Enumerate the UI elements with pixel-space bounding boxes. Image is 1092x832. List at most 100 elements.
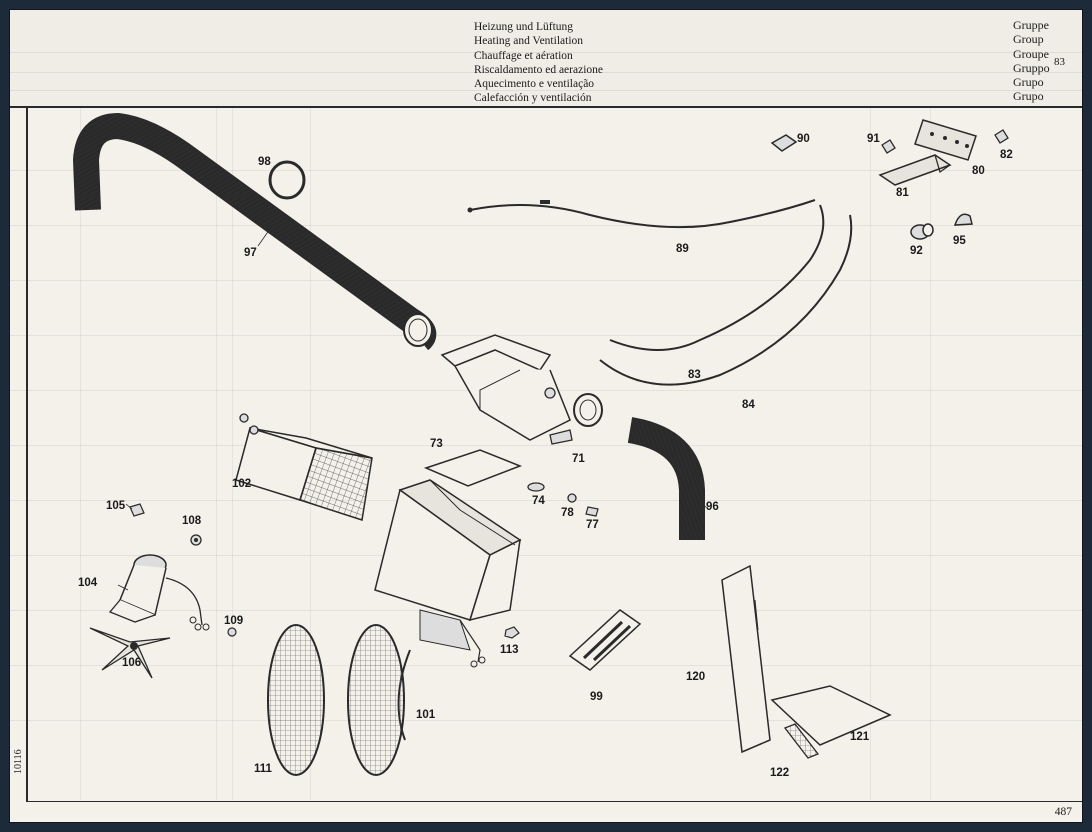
title-pt: Aquecimento e ventilação [474,78,595,91]
part-122-seal [783,723,820,759]
ghost-line [10,335,1082,336]
ghost-line [10,445,1082,446]
part-105-clip [129,503,145,517]
callout-77: 77 [586,519,599,531]
callout-101: 101 [416,709,436,721]
callout-71: 71 [572,453,585,465]
callout-92: 92 [910,245,923,257]
callout-83: 83 [688,369,701,381]
callout-99: 99 [590,691,603,703]
group-label-es: Grupo [1013,89,1044,104]
part-80-plate [914,119,977,161]
callout-113: 113 [500,644,519,656]
part-106-fan [89,627,171,679]
show-through-header [10,10,1082,106]
part-84-cable [599,214,853,386]
callout-82: 82 [1000,149,1013,161]
section-titles: Heizung und Lüftung Heating and Ventilat… [474,20,603,106]
part-99-vent-grille [568,609,642,671]
part-83-cable [609,204,825,351]
ghost-line [10,72,1082,73]
part-98-clamp-ring [268,160,306,200]
part-77-screw [585,506,599,517]
callout-90: 90 [797,133,810,145]
callout-105: 105 [106,500,126,512]
callout-121: 121 [850,731,870,743]
part-121-flap [770,685,892,746]
ghost-line [10,720,1082,721]
callout-91: 91 [867,133,880,145]
ghost-line [10,280,1082,281]
ghost-line [870,106,871,800]
title-fr: Chauffage et aération [474,49,573,62]
part-71-air-distributor [440,334,603,445]
callout-74: 74 [532,495,545,507]
callout-78: 78 [561,507,574,519]
group-label-it: Gruppo [1013,60,1050,75]
ghost-line [930,106,931,800]
part-109-nut [227,627,237,637]
callout-104: 104 [78,577,98,589]
part-120-panel [721,564,771,754]
title-de: Heizung und Lüftung [474,21,574,33]
ghost-line [80,106,81,800]
ghost-line [10,555,1082,556]
part-74-bushing [527,482,545,492]
part-96-hose [627,417,705,540]
part-108-grommet [190,534,202,546]
part-78-clip [567,493,577,503]
part-91-bracket [881,139,896,154]
group-number: 83 [1054,56,1065,68]
group-label-en: Group [1013,32,1044,47]
parts-catalog-page: Heizung und Lüftung Heating and Ventilat… [10,10,1082,822]
callout-97: 97 [244,247,257,259]
ghost-line [10,665,1082,666]
page-number: 487 [1054,806,1072,818]
ghost-line [232,106,233,800]
part-111-grille [267,624,405,776]
ghost-line [10,52,1082,53]
callout-81: 81 [896,187,909,199]
ghost-line [10,500,1082,501]
group-labels: Gruppe Group Groupe Gruppo Grupo Grupo [1013,18,1050,104]
exploded-parts-drawing: 90 91 80 82 81 92 95 89 98 97 83 84 73 7… [72,112,1013,779]
part-95-knob [953,213,973,226]
group-label-fr: Groupe [1013,46,1049,61]
title-es: Calefacción y ventilación [474,92,592,105]
callout-106: 106 [122,657,141,669]
callout-80: 80 [972,165,985,177]
group-label-pt: Grupo [1013,75,1044,90]
part-82-clip [994,129,1009,144]
part-104-blower-motor [108,554,210,631]
callout-84: 84 [742,399,755,411]
callout-95: 95 [953,235,966,247]
callout-102: 102 [232,478,251,490]
ghost-line [10,610,1082,611]
callout-108: 108 [182,515,202,527]
callout-111: 111 [254,763,273,775]
part-81-bracket [878,154,952,186]
frame-left-rule [26,106,28,802]
leader-lines [117,225,709,591]
title-en: Heating and Ventilation [474,35,584,48]
callout-98: 98 [258,156,271,168]
callout-120: 120 [686,671,705,683]
callout-89: 89 [676,243,689,255]
callout-109: 109 [224,615,243,627]
part-90-clip [770,134,798,152]
part-113-nut [504,626,520,639]
part-92-knob [910,223,934,240]
callout-122: 122 [770,767,789,779]
callout-96: 96 [706,501,719,513]
callout-73: 73 [430,438,443,450]
part-97-hose [72,112,437,351]
part-101-heater-box [374,479,522,741]
ghost-line [216,106,217,800]
part-89-control-cable [467,199,816,229]
title-it: Riscaldamento ed aerazione [474,63,603,76]
part-102-heater-core [235,413,373,521]
frame-top-rule [10,106,1082,108]
ghost-line [10,90,1082,91]
ghost-line [10,170,1082,171]
frame-bottom-rule [26,800,1082,802]
